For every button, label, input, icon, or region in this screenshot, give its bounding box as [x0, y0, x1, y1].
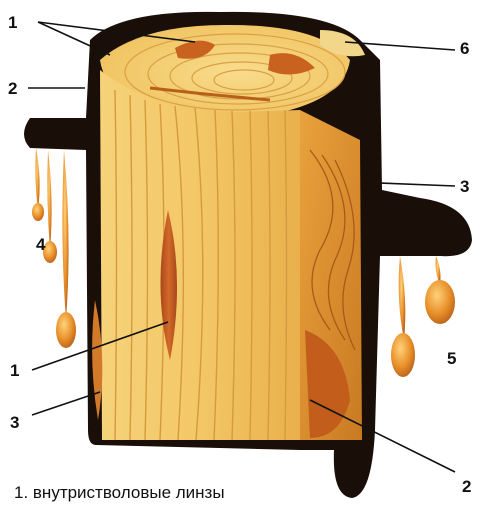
caption: 1. внутристволовые линзы — [14, 483, 225, 503]
label-3-left: 3 — [10, 414, 19, 431]
label-2-bottom: 2 — [462, 478, 471, 495]
label-1-mid: 1 — [10, 362, 19, 379]
label-5: 5 — [447, 350, 456, 367]
label-3-right: 3 — [460, 178, 469, 195]
right-resin-drips — [391, 256, 455, 377]
label-1-top: 1 — [8, 14, 17, 31]
label-2-top: 2 — [8, 80, 17, 97]
label-4: 4 — [36, 236, 45, 253]
label-6: 6 — [460, 40, 469, 57]
